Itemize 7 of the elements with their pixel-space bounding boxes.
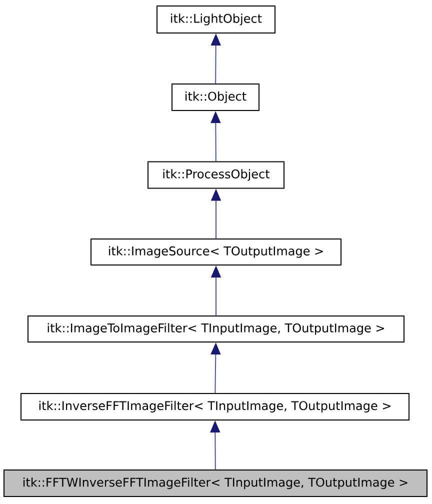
class-box: itk::LightObject: [156, 6, 276, 34]
class-box: itk::ProcessObject: [148, 161, 284, 189]
class-box: itk::FFTWInverseFFTImageFilter< TInputImage, TOutputImage >: [4, 470, 428, 498]
class-box: itk::Object: [172, 84, 260, 112]
class-box: itk::ImageToImageFilter< TInputImage, TOutputImage >: [28, 316, 404, 342]
class-box: itk::InverseFFTImageFilter< TInputImage, TOutputImage >: [20, 392, 410, 420]
class-box: itk::ImageSource< TOutputImage >: [90, 238, 342, 266]
